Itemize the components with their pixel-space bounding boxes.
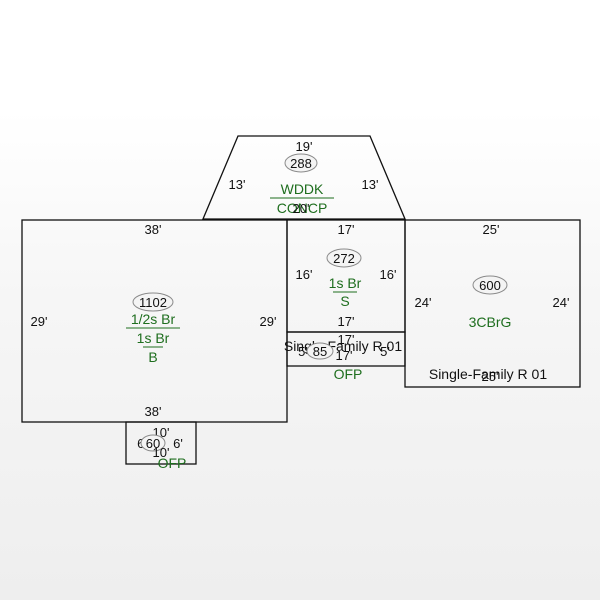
center-area-oval <box>326 248 362 268</box>
center-top-dim: 17' <box>338 222 355 237</box>
main-code-3: B <box>148 349 157 365</box>
stoop-outline <box>125 421 197 465</box>
deck-top-dim: 19' <box>296 139 313 154</box>
porch-code: OFP <box>334 366 363 382</box>
center-code-2: S <box>340 293 349 309</box>
garage-code: 3CBrG <box>469 314 512 330</box>
main-right-dim: 29' <box>260 314 277 329</box>
center-bottom-dim: 17' <box>338 314 355 329</box>
center-code-1: 1s Br <box>329 275 362 291</box>
stoop-code: OFP <box>158 455 187 471</box>
main-code-1: 1/2s Br <box>131 311 176 327</box>
deck-code-2: CONCP <box>277 200 328 216</box>
porch-bottom-dim: 17' <box>336 348 353 363</box>
main-bottom-dim: 38' <box>145 404 162 419</box>
garage-top-dim: 25' <box>483 222 500 237</box>
garage-area-oval <box>472 275 508 295</box>
stoop-right-dim: 6' <box>173 436 183 451</box>
garage-outline <box>404 219 581 388</box>
stoop-area: 60 <box>146 436 160 451</box>
main-area-oval <box>132 292 174 312</box>
porch-top-dim: 17' <box>338 332 355 347</box>
deck-area: 288 <box>290 156 312 171</box>
porch-area: 85 <box>313 344 327 359</box>
garage-left-dim: 24' <box>415 295 432 310</box>
deck-right-dim: 13' <box>362 177 379 192</box>
center-left-dim: 16' <box>296 267 313 282</box>
center-area: 272 <box>333 251 355 266</box>
main-code-2: 1s Br <box>137 330 170 346</box>
main-area: 1102 <box>139 295 167 310</box>
main-top-dim: 38' <box>145 222 162 237</box>
porch-left-dim: 5' <box>298 344 308 359</box>
deck-outline <box>202 135 406 220</box>
garage-right-dim: 24' <box>553 295 570 310</box>
garage-label: Single-Family R 01 <box>429 366 547 382</box>
center-right-dim: 16' <box>380 267 397 282</box>
porch-right-dim: 5' <box>380 344 390 359</box>
garage-area: 600 <box>479 278 501 293</box>
stoop-area-oval <box>140 434 166 452</box>
porch-area-oval <box>306 342 334 360</box>
main-left-dim: 29' <box>31 314 48 329</box>
deck-bottom-dim: 20' <box>293 201 310 216</box>
garage-bottom-dim: 25' <box>482 369 499 384</box>
deck-code-1: WDDK <box>281 181 324 197</box>
stoop-bottom-dim: 10' <box>153 445 170 460</box>
deck-area-oval <box>284 153 318 173</box>
deck-left-dim: 13' <box>229 177 246 192</box>
